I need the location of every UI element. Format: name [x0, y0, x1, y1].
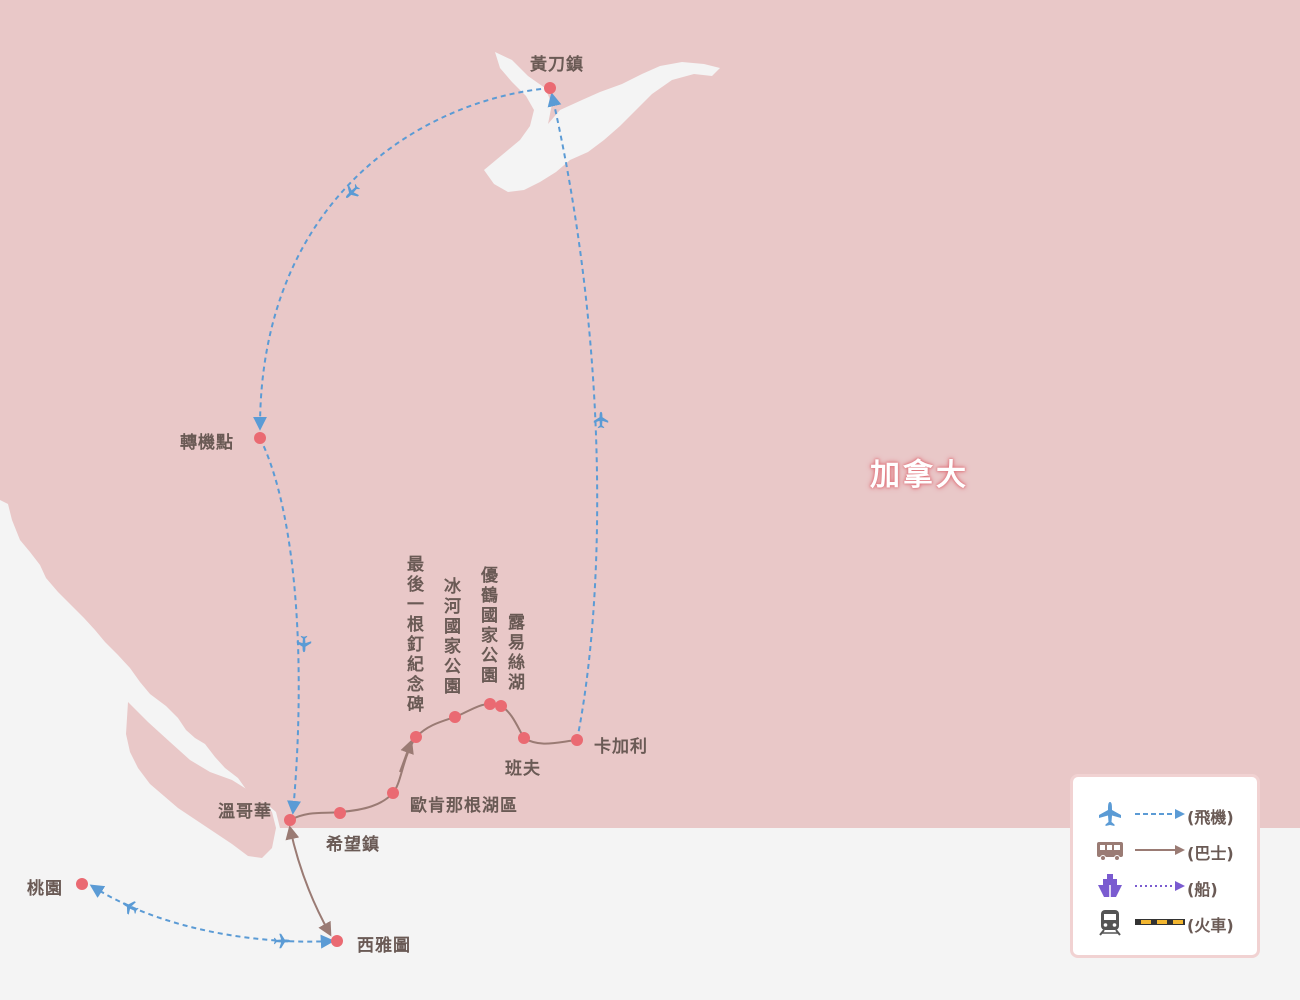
legend-label-ship: (船): [1187, 880, 1218, 899]
city-label-glacier-np: 冰河國家公園: [440, 577, 460, 697]
city-label-hope: 希望鎮: [326, 835, 380, 855]
flight-transfer-to-vancouver: [259, 437, 301, 815]
bus-icon: [1097, 842, 1123, 861]
canada-landmass: [0, 0, 1300, 828]
country-label: 加拿大: [870, 458, 969, 493]
city-label-yellowknife: 黃刀鎮: [530, 55, 584, 75]
city-label-last-spike: 最後一根釘紀念碑: [403, 555, 423, 715]
legend-label-bus: (巴士): [1187, 844, 1234, 863]
city-label-taoyuan: 桃園: [27, 879, 63, 899]
flight-routes: [89, 87, 599, 949]
dot-calgary: [571, 734, 583, 746]
city-label-lake-louise: 露易絲湖: [504, 613, 524, 693]
city-label-seattle: 西雅圖: [357, 936, 411, 956]
dot-last-spike: [410, 731, 422, 743]
dot-transfer: [254, 432, 266, 444]
city-label-yoho-np: 優鶴國家公園: [477, 566, 497, 686]
legend: (飛機) (巴士) (船): [1070, 774, 1260, 958]
flight-yellowknife-to-transfer: [253, 87, 551, 431]
train-icon: [1099, 910, 1121, 936]
bus-line-sample: [1135, 845, 1185, 855]
legend-item-ship: (船): [1073, 871, 1257, 901]
great-slave-lake: [484, 52, 720, 192]
bus-arrow-okanagan: [399, 739, 414, 773]
legend-item-train: (火車): [1073, 907, 1257, 937]
city-dots: [76, 82, 583, 947]
vancouver-island: [126, 702, 276, 858]
train-line-sample: [1135, 919, 1185, 925]
dot-banff: [518, 732, 530, 744]
dot-okanagan: [387, 787, 399, 799]
city-label-transfer: 轉機點: [180, 433, 234, 453]
dot-hope: [334, 807, 346, 819]
dot-vancouver: [284, 814, 296, 826]
dot-yellowknife: [544, 82, 556, 94]
city-label-okanagan: 歐肯那根湖區: [410, 796, 518, 816]
legend-item-flight: (飛機): [1073, 799, 1257, 829]
legend-item-bus: (巴士): [1073, 835, 1257, 865]
ship-icon: [1098, 874, 1122, 897]
dot-taoyuan: [76, 878, 88, 890]
flight-calgary-to-yellowknife: [547, 92, 599, 741]
flight-taoyuan-seattle: [89, 884, 335, 949]
dot-lake-louise: [495, 700, 507, 712]
dot-glacier: [449, 711, 461, 723]
airplane-icon: [273, 933, 291, 949]
legend-label-flight: (飛機): [1187, 808, 1234, 827]
flight-line-sample: [1135, 809, 1185, 819]
legend-label-train: (火車): [1187, 916, 1234, 935]
city-label-vancouver: 溫哥華: [218, 802, 272, 822]
bus-vancouver-seattle: [285, 825, 332, 937]
airplane-icon: [119, 896, 141, 918]
dot-seattle: [331, 935, 343, 947]
dot-yoho: [484, 698, 496, 710]
airplane-icon: [1099, 802, 1121, 826]
city-label-banff: 班夫: [505, 759, 541, 779]
ship-line-sample: [1135, 881, 1185, 891]
city-label-calgary: 卡加利: [594, 737, 648, 757]
